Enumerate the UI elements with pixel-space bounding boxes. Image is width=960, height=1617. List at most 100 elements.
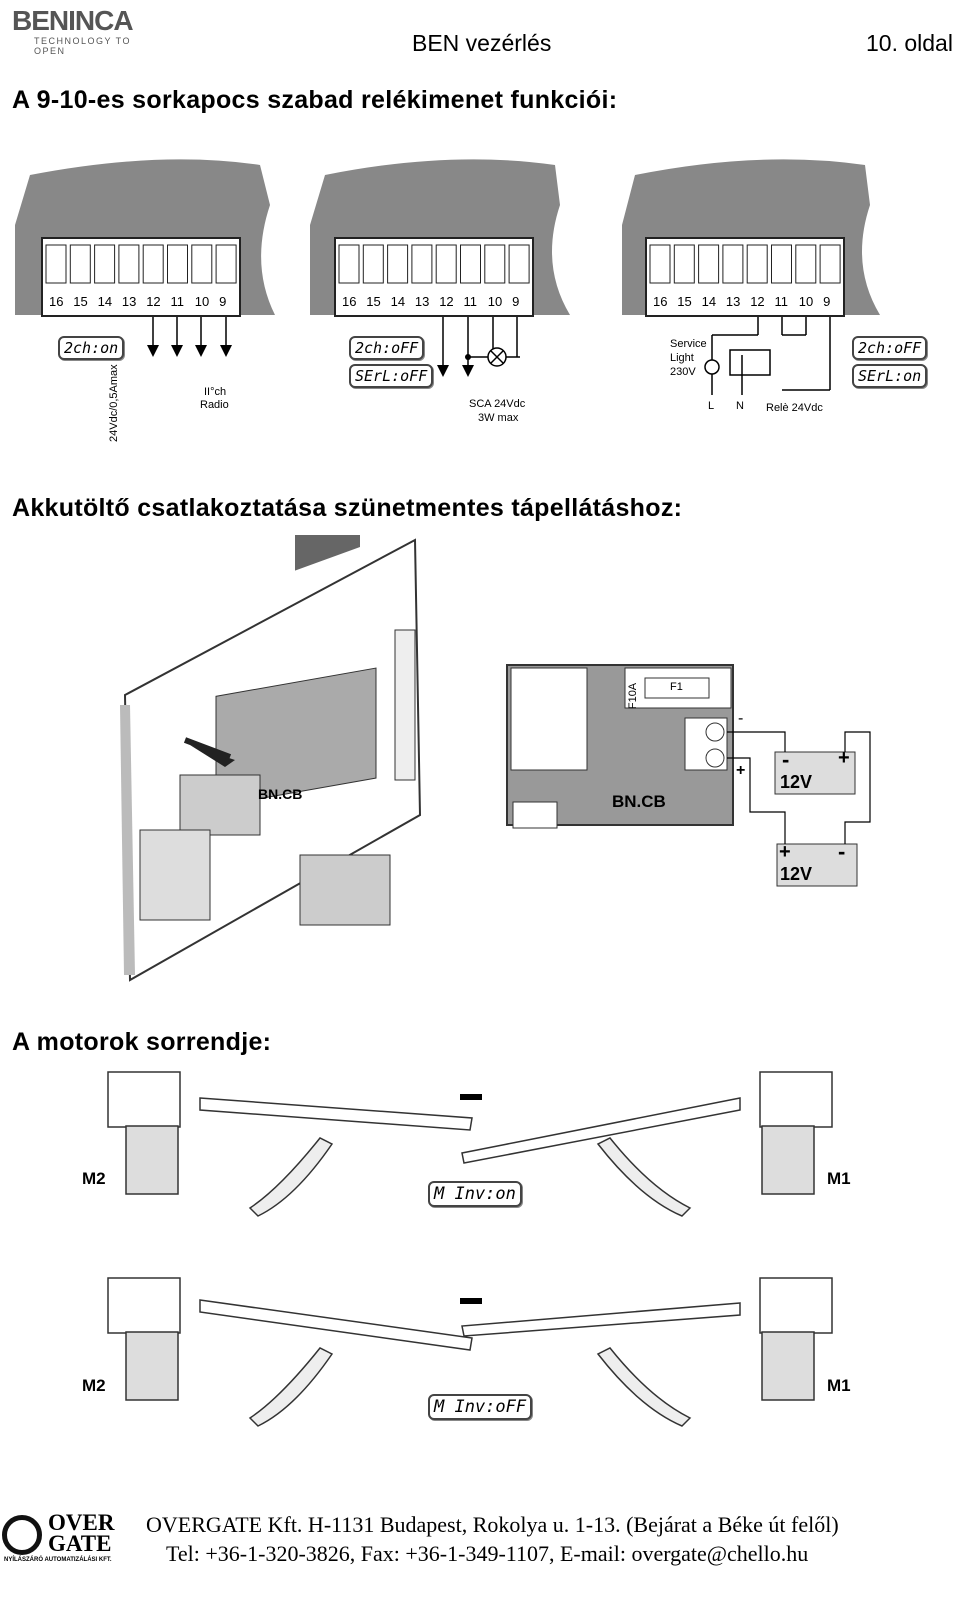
- beninca-logo: BENINCA TECHNOLOGY TO OPEN: [12, 5, 162, 57]
- terminal-slot: [387, 244, 409, 284]
- terminal-number: 16: [342, 294, 357, 309]
- terminal-number: 12: [146, 294, 161, 309]
- motor-m1-top: M1: [827, 1169, 851, 1188]
- motor-order-diagram: [107, 1071, 833, 1427]
- label-service: Service: [670, 338, 707, 350]
- lcd-2ch-off-3: 2ch:oFF: [852, 336, 928, 360]
- battery-top-minus: -: [782, 747, 790, 772]
- label-230v: 230V: [670, 366, 696, 378]
- terminal-slot: [673, 244, 695, 284]
- terminal-number: 10: [487, 294, 503, 309]
- terminal-number: 11: [170, 294, 185, 309]
- lcd-2ch-on: 2ch:on: [58, 336, 125, 360]
- page-number: 10. oldal: [866, 30, 953, 56]
- battery-top-label: 12V: [780, 772, 813, 792]
- terminal-number: 9: [219, 294, 227, 309]
- terminal-slot: [167, 244, 188, 284]
- section3-heading: A motorok sorrendje:: [12, 1028, 272, 1056]
- motor-m2-top: M2: [82, 1169, 106, 1188]
- terminal-slot: [338, 244, 360, 284]
- label-l: L: [708, 400, 715, 412]
- relay-wiring: [147, 317, 831, 395]
- label-sca: SCA 24Vdc: [469, 398, 526, 410]
- footer-address: OVERGATE Kft. H-1131 Budapest, Rokolya u…: [146, 1512, 839, 1537]
- lcd-serl-off: SErL:oFF: [349, 364, 434, 388]
- board-bncb-label: BN.CB: [258, 786, 303, 802]
- relay-diagrams: [15, 159, 880, 317]
- battery-bottom-label: 12V: [780, 864, 813, 884]
- terminal-slot: [411, 244, 433, 284]
- terminal-slot: [69, 244, 91, 284]
- battery-top-plus: +: [838, 747, 850, 769]
- control-board-illustration: [120, 535, 422, 982]
- logo-text: BENINCA: [12, 5, 134, 36]
- terminal-slot: [435, 244, 457, 284]
- terminal-slot: [722, 244, 744, 284]
- terminal-slot: [649, 244, 671, 284]
- lcd-serl-on: SErL:on: [852, 364, 928, 388]
- terminal-number: 14: [701, 294, 717, 309]
- terminal-number: 13: [121, 294, 137, 309]
- terminal-number: 11: [774, 294, 789, 309]
- logo-tagline: TECHNOLOGY TO OPEN: [34, 36, 132, 56]
- motor-m1-bottom: M1: [827, 1376, 851, 1395]
- terminal-slot: [45, 244, 67, 284]
- terminal-number: 10: [194, 294, 210, 309]
- terminal-slot: [362, 244, 384, 284]
- label-light: Light: [670, 352, 694, 364]
- fuse-name: F1: [670, 681, 683, 693]
- label-3w: 3W max: [478, 412, 519, 424]
- terminal-slot: [508, 244, 530, 284]
- terminal-number: 14: [97, 294, 113, 309]
- terminal-slot: [819, 244, 841, 284]
- label-rele: Relè 24Vdc: [766, 402, 823, 414]
- overgate-circle-icon: [2, 1515, 42, 1555]
- terminal-number: 12: [750, 294, 765, 309]
- module-plus: +: [736, 762, 746, 779]
- terminal-number: 15: [366, 294, 381, 309]
- terminal-number: 16: [653, 294, 668, 309]
- terminal-number: 15: [73, 294, 88, 309]
- terminal-number: 15: [677, 294, 692, 309]
- battery-bottom-plus: +: [779, 841, 791, 863]
- label-radio-2: Radio: [200, 399, 229, 411]
- lcd-2ch-off: 2ch:oFF: [349, 336, 425, 360]
- header-title: BEN vezérlés: [412, 30, 552, 56]
- terminal-slot: [484, 244, 506, 284]
- terminal-slot: [460, 244, 481, 284]
- terminal-slot: [771, 244, 792, 284]
- terminal-number: 10: [798, 294, 814, 309]
- label-radio-1: II°ch: [204, 386, 227, 398]
- section2-heading: Akkutöltő csatlakoztatása szünetmentes t…: [12, 494, 683, 522]
- terminal-slot: [142, 244, 164, 284]
- terminal-number: 9: [512, 294, 520, 309]
- terminal-number: 16: [49, 294, 64, 309]
- terminal-slot: [215, 244, 237, 284]
- logo-gate: GATE: [48, 1531, 112, 1556]
- logo-over: OVER: [48, 1510, 115, 1535]
- terminal-slot: [191, 244, 213, 284]
- terminal-slot: [795, 244, 817, 284]
- bncb-module-diagram: [506, 664, 871, 887]
- terminal-number: 13: [725, 294, 741, 309]
- lcd-m-inv-on: M Inv:on: [428, 1181, 522, 1207]
- overgate-logo: OVER GATE NYÍLÁSZÁRÓ AUTOMATIZÁLÁSI KFT.: [2, 1511, 137, 1567]
- module-minus: -: [738, 710, 744, 727]
- terminal-slot: [94, 244, 116, 284]
- terminal-number: 13: [414, 294, 430, 309]
- logo-sub: NYÍLÁSZÁRÓ AUTOMATIZÁLÁSI KFT.: [4, 1557, 112, 1563]
- terminal-number: 14: [390, 294, 406, 309]
- terminal-slot: [698, 244, 720, 284]
- terminal-number: 12: [439, 294, 454, 309]
- terminal-number: 11: [463, 294, 478, 309]
- fuse-rating: F10A: [627, 682, 640, 710]
- footer-contact: Tel: +36-1-320-3826, Fax: +36-1-349-1107…: [166, 1541, 809, 1566]
- module-bncb-label: BN.CB: [612, 792, 666, 811]
- battery-bottom-minus: -: [838, 839, 846, 864]
- label-n: N: [736, 400, 744, 412]
- terminal-number: 9: [823, 294, 831, 309]
- motor-m2-bottom: M2: [82, 1376, 106, 1395]
- lcd-m-inv-off: M Inv:oFF: [428, 1394, 533, 1420]
- terminal-slot: [746, 244, 768, 284]
- section1-heading: A 9-10-es sorkapocs szabad relékimenet f…: [12, 86, 618, 114]
